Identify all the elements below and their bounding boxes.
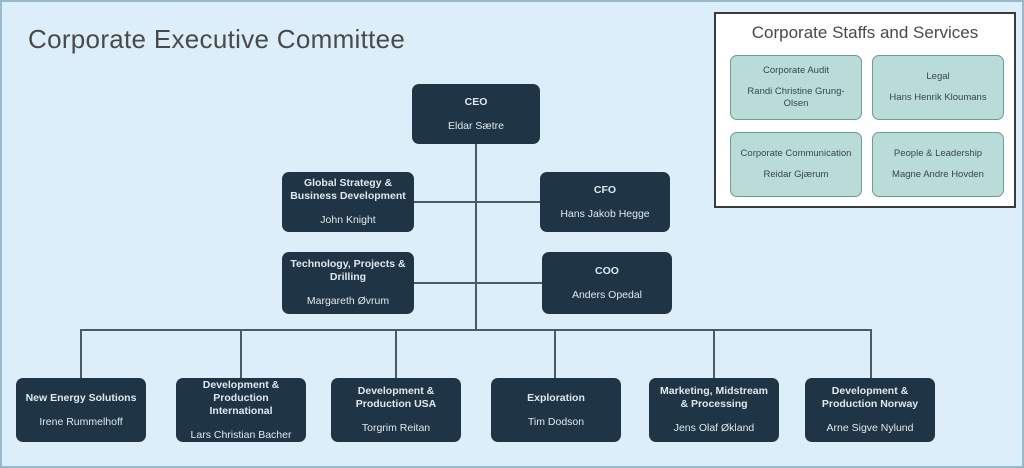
staff-card-role: People & Leadership [893,148,983,159]
node-role: Exploration [527,391,585,404]
staff-card-role: Corporate Communication [740,148,852,159]
connector-drop-1 [80,329,82,378]
node-development-production-international[interactable]: Development & Production International L… [176,378,306,442]
node-person: Anders Opedal [571,288,643,301]
node-development-production-usa[interactable]: Development & Production USA Torgrim Rei… [331,378,461,442]
node-person: Arne Sigve Nylund [826,422,914,434]
node-person: Eldar Sætre [447,119,505,132]
node-exploration[interactable]: Exploration Tim Dodson [491,378,621,442]
node-person: Torgrim Reitan [361,422,431,434]
node-global-strategy[interactable]: Global Strategy & Business Development J… [282,172,414,232]
node-role: CEO [464,95,488,108]
staff-card-person: Reidar Gjærum [763,169,829,180]
node-person: Lars Christian Bacher [190,428,292,441]
connector-drop-4 [554,329,556,378]
node-cfo[interactable]: CFO Hans Jakob Hegge [540,172,670,232]
node-marketing-midstream-processing[interactable]: Marketing, Midstream & Processing Jens O… [649,378,779,442]
node-person: Irene Rummelhoff [39,415,123,428]
node-role: Marketing, Midstream & Processing [660,385,768,410]
staff-card-role: Legal [926,71,950,82]
node-person: Hans Jakob Hegge [560,207,650,220]
staff-card-role: Corporate Audit [762,65,829,76]
staff-card-person: Hans Henrik Kloumans [889,92,987,103]
node-new-energy-solutions[interactable]: New Energy Solutions Irene Rummelhoff [16,378,146,442]
connector-tier2-row2 [412,282,544,284]
node-person: Tim Dodson [527,415,585,428]
staff-panel-title: Corporate Staffs and Services [751,23,979,42]
node-person: Margareth Øvrum [306,295,390,307]
connector-drop-5 [713,329,715,378]
node-person: Jens Olaf Økland [673,422,755,434]
node-role: New Energy Solutions [25,391,137,404]
page-title: Corporate Executive Committee [28,24,406,54]
node-role: Technology, Projects & Drilling [290,258,406,283]
connector-ceo-trunk [475,144,477,331]
staff-panel: Corporate Staffs and Services Corporate … [714,12,1016,208]
connector-drop-2 [240,329,242,378]
staff-card-corporate-audit[interactable]: Corporate Audit Randi Christine Grung-Ol… [730,55,862,120]
node-role: Global Strategy & Business Development [290,177,406,202]
node-ceo[interactable]: CEO Eldar Sætre [412,84,540,144]
connector-drop-3 [395,329,397,378]
connector-tier3-bus [80,329,872,331]
staff-card-corporate-communication[interactable]: Corporate Communication Reidar Gjærum [730,132,862,197]
node-coo[interactable]: COO Anders Opedal [542,252,672,314]
node-person: John Knight [320,214,376,226]
node-role: Development & Production International [202,378,280,417]
connector-tier2-row1 [412,201,542,203]
connector-drop-6 [870,329,872,378]
staff-card-legal[interactable]: Legal Hans Henrik Kloumans [872,55,1004,120]
node-role: COO [595,264,619,277]
node-role: CFO [593,183,617,196]
node-role: Development & Production USA [355,385,437,410]
node-role: Development & Production Norway [821,385,919,410]
staff-card-person: Randi Christine Grung-Olsen [747,86,845,109]
staff-card-people-leadership[interactable]: People & Leadership Magne Andre Hovden [872,132,1004,197]
node-technology-projects-drilling[interactable]: Technology, Projects & Drilling Margaret… [282,252,414,314]
staff-card-grid: Corporate Audit Randi Christine Grung-Ol… [730,55,1004,197]
node-development-production-norway[interactable]: Development & Production Norway Arne Sig… [805,378,935,442]
staff-card-person: Magne Andre Hovden [892,169,984,180]
